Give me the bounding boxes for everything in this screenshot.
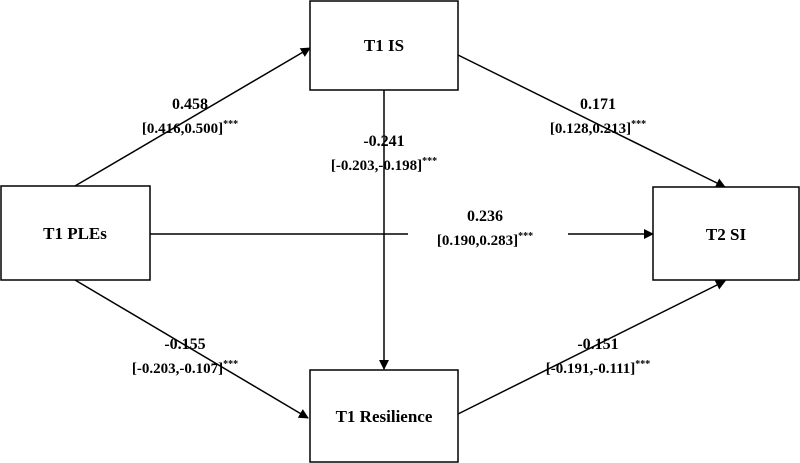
sig-stars: *** — [422, 156, 437, 167]
coef-is-to-resilience: -0.241 — [363, 133, 404, 150]
ci-ples-to-is: [0.416,0.500]*** — [142, 119, 238, 137]
sig-stars: *** — [518, 231, 533, 242]
edge-ples-to-is — [74, 47, 311, 187]
coef-ples-to-resilience: -0.155 — [164, 336, 205, 353]
ci-ples-to-si: [0.190,0.283]*** — [437, 231, 533, 249]
node-label-t2-si: T2 SI — [706, 225, 747, 244]
ci-value: [0.416,0.500] — [142, 121, 223, 137]
node-label-t1-resilience: T1 Resilience — [336, 407, 433, 426]
ci-value: [-0.203,-0.198] — [331, 158, 422, 174]
ci-value: [-0.203,-0.107] — [132, 361, 223, 377]
edge-is-to-si — [457, 54, 726, 188]
node-t2-si — [652, 186, 800, 281]
coef-ples-to-is: 0.458 — [172, 96, 208, 113]
node-label-t1-ples: T1 PLEs — [43, 224, 107, 243]
coef-is-to-si: 0.171 — [580, 96, 616, 113]
node-label-t1-is: T1 IS — [364, 36, 404, 55]
sig-stars: *** — [223, 359, 238, 370]
edge-resilience-to-si — [457, 280, 726, 415]
coef-resilience-to-si: -0.151 — [577, 336, 618, 353]
edge-ples-to-resilience — [74, 279, 309, 419]
ci-ples-to-resilience: [-0.203,-0.107]*** — [132, 359, 238, 377]
sig-stars: *** — [631, 119, 646, 130]
ci-value: [-0.191,-0.111] — [546, 361, 636, 377]
label-bg-ples-to-si — [408, 202, 568, 252]
node-t1-ples — [0, 185, 151, 281]
ci-resilience-to-si: [-0.191,-0.111]*** — [546, 359, 651, 377]
ci-is-to-resilience: [-0.203,-0.198]*** — [331, 156, 437, 174]
node-t1-resilience — [309, 369, 459, 463]
ci-is-to-si: [0.128,0.213]*** — [550, 119, 646, 137]
sig-stars: *** — [223, 119, 238, 130]
ci-value: [0.128,0.213] — [550, 121, 631, 137]
node-t1-is — [309, 0, 459, 91]
ci-value: [0.190,0.283] — [437, 233, 518, 249]
sig-stars: *** — [635, 359, 650, 370]
coef-ples-to-si: 0.236 — [467, 208, 503, 225]
